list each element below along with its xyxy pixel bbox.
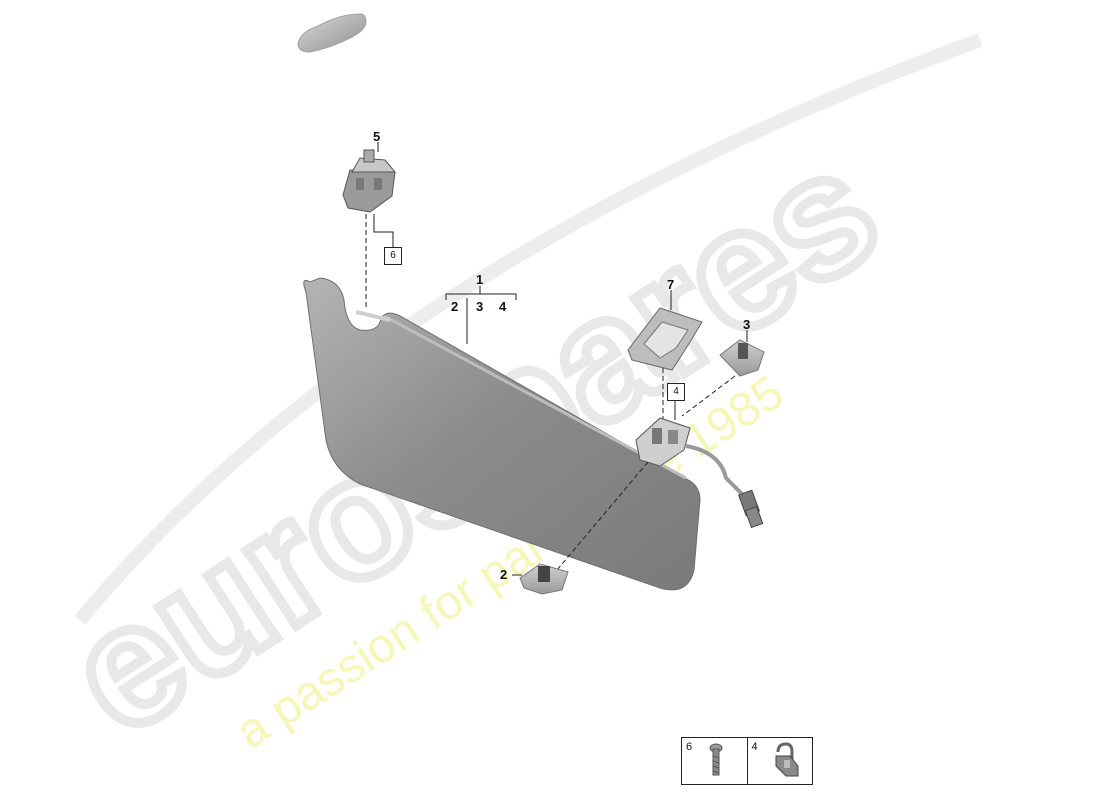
part-1-sun-visor[interactable] <box>303 277 701 591</box>
callout-1-sub-2: 2 <box>451 299 459 314</box>
callout-1: 1 <box>476 272 484 287</box>
clip-assembly[interactable] <box>635 417 764 529</box>
callout-1-bracket <box>445 286 517 344</box>
part-7-plate[interactable] <box>627 307 703 371</box>
screw-icon <box>709 743 723 776</box>
part-2-cap[interactable] <box>519 563 569 595</box>
car-thumbnail <box>297 13 367 53</box>
callout-2: 2 <box>500 567 508 582</box>
ref-box-6: 6 <box>384 247 402 265</box>
legend-cell-6: 6 <box>682 738 747 784</box>
part-5-mount[interactable] <box>342 149 397 213</box>
callout-5: 5 <box>373 129 381 144</box>
callout-7: 7 <box>667 277 675 292</box>
callout-1-sub-3: 3 <box>476 299 484 314</box>
legend-num-4: 4 <box>751 741 758 753</box>
fastener-legend: 6 4 <box>681 737 813 785</box>
ref-box-4: 4 <box>667 383 685 401</box>
legend-cell-4: 4 <box>746 738 813 784</box>
callout-3: 3 <box>743 317 751 332</box>
clip-icon <box>775 742 798 777</box>
part-3-cap[interactable] <box>719 339 765 377</box>
legend-num-6: 6 <box>686 741 693 753</box>
callout-1-sub-4: 4 <box>499 299 507 314</box>
